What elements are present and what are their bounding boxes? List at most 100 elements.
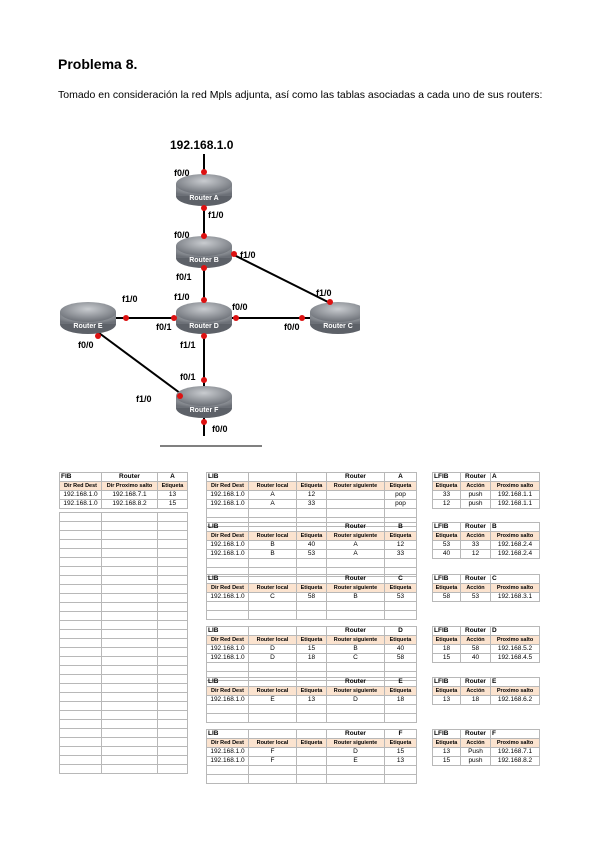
lib-header: Etiqueta [384, 738, 417, 748]
lib-cell: 58 [384, 653, 417, 663]
lib-router-label: Router [326, 677, 385, 687]
lfib-router: F [490, 729, 540, 739]
fib-cell: 192.168.8.2 [101, 499, 158, 509]
lib-cell: 53 [384, 592, 417, 602]
lib-cell: 192.168.1.0 [206, 695, 249, 705]
lfib-cell: push [460, 499, 491, 509]
lib-header: Dir Red Dest [206, 686, 249, 696]
if-d-f00-top: f0/0 [232, 302, 248, 312]
lfib-title: LFIB [432, 729, 461, 739]
lib-header: Etiqueta [384, 531, 417, 541]
router-b: Router B [176, 236, 232, 268]
router-a: Router A [176, 174, 232, 206]
lib-header: Router local [248, 686, 297, 696]
fib-cell: 192.168.1.0 [59, 499, 102, 509]
lfib-cell: 192.168.8.2 [490, 756, 540, 766]
lib-cell [296, 756, 327, 766]
lfib-header: Etiqueta [432, 583, 461, 593]
lfib-header: Acción [460, 583, 491, 593]
if-f-f01: f0/1 [180, 372, 196, 382]
lfib-header: Etiqueta [432, 531, 461, 541]
lfib-header: Proximo salto [490, 531, 540, 541]
lib-cell: A [248, 490, 297, 500]
lfib-router: C [490, 574, 540, 584]
lib-cell: 18 [384, 695, 417, 705]
lfib-title: LFIB [432, 472, 461, 482]
router-f: Router F [176, 386, 232, 418]
lib-cell [326, 499, 385, 509]
fib-cell: 192.168.1.0 [59, 490, 102, 500]
lib-cell: 33 [296, 499, 327, 509]
lfib-router: A [490, 472, 540, 482]
spreadsheet-filler-grid [59, 512, 188, 774]
if-a-f10: f1/0 [208, 210, 224, 220]
if-b-f01: f0/1 [176, 272, 192, 282]
lib-cell: B [326, 592, 385, 602]
lib-header: Etiqueta [384, 635, 417, 645]
lib-cell: 53 [296, 549, 327, 559]
lfib-cell: 53 [460, 592, 491, 602]
fib-title: FIB [59, 472, 102, 482]
router-c: Router C [310, 302, 360, 334]
lib-header: Etiqueta [296, 686, 327, 696]
lib-header: Etiqueta [384, 686, 417, 696]
if-b-f00: f0/0 [174, 230, 190, 240]
if-d-f11: f1/1 [180, 340, 196, 350]
fib-cell: 15 [157, 499, 188, 509]
mpls-network-diagram: Router A Router B Router C Router D Rout… [60, 138, 360, 447]
lib-cell: 13 [384, 756, 417, 766]
lib-cell: C [248, 592, 297, 602]
lib-title: LIB [206, 677, 249, 687]
lib-header: Router siguiente [326, 531, 385, 541]
lib-header: Dir Red Dest [206, 481, 249, 491]
lib-header: Router local [248, 531, 297, 541]
lfib-header: Acción [460, 635, 491, 645]
lib-cell: pop [384, 499, 417, 509]
lib-cell: 192.168.1.0 [206, 549, 249, 559]
lfib-cell: 192.168.2.4 [490, 540, 540, 550]
lfib-cell: 15 [432, 756, 461, 766]
page-title: Problema 8. [58, 56, 138, 72]
lfib-cell: 192.168.6.2 [490, 695, 540, 705]
lib-title: LIB [206, 626, 249, 636]
lib-router: E [384, 677, 417, 687]
if-c-f10: f1/0 [316, 288, 332, 298]
lib-router-label: Router [326, 626, 385, 636]
lfib-cell: 58 [460, 644, 491, 654]
lib-router: A [384, 472, 417, 482]
router-e-label: Router E [73, 323, 103, 330]
lfib-header: Etiqueta [432, 635, 461, 645]
lfib-cell: 12 [460, 549, 491, 559]
lib-cell: 192.168.1.0 [206, 644, 249, 654]
fib-header: Etiqueta [157, 481, 188, 491]
router-b-label: Router B [189, 257, 219, 264]
network-ip-label: 192.168.1.0 [170, 138, 234, 152]
lib-cell: 12 [296, 490, 327, 500]
lfib-cell: 33 [460, 540, 491, 550]
lfib-header: Proximo salto [490, 686, 540, 696]
lib-cell: 33 [384, 549, 417, 559]
lfib-cell: 53 [432, 540, 461, 550]
lib-cell: 192.168.1.0 [206, 540, 249, 550]
lfib-cell: 192.168.2.4 [490, 549, 540, 559]
lib-cell: C [326, 653, 385, 663]
lib-header: Router local [248, 583, 297, 593]
lfib-cell: 192.168.1.1 [490, 499, 540, 509]
router-f-label: Router F [190, 407, 220, 414]
lfib-cell: 18 [460, 695, 491, 705]
lfib-cell: 13 [432, 695, 461, 705]
link-b-c [231, 253, 337, 307]
lib-cell: 192.168.1.0 [206, 756, 249, 766]
